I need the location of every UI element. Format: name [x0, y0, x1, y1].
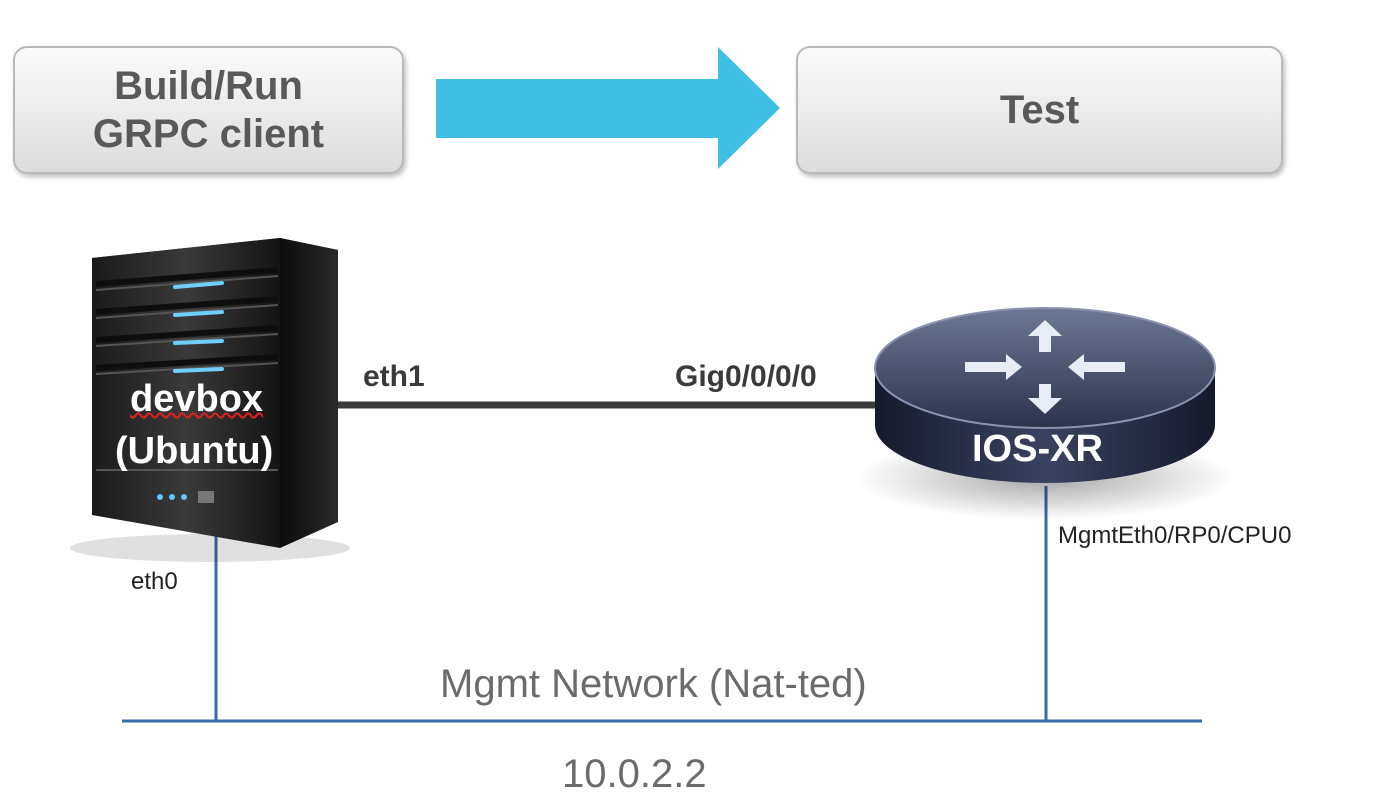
flow-arrow: [436, 47, 780, 169]
gateway-address-label: 10.0.2.2: [562, 752, 707, 796]
devbox-os-label: (Ubuntu): [115, 430, 274, 472]
build-step-line2: GRPC client: [92, 112, 325, 156]
devbox-name-label: devbox: [130, 378, 264, 420]
devbox-eth0-label: eth0: [131, 568, 178, 595]
test-step-box: Test: [796, 46, 1283, 174]
build-step-line1: Build/Run: [114, 64, 303, 108]
server-icon: [70, 238, 350, 562]
mgmt-network-label: Mgmt Network (Nat-ted): [440, 662, 867, 706]
test-step-label: Test: [999, 88, 1080, 132]
router-name-label: IOS-XR: [972, 428, 1103, 470]
router-gig-label: Gig0/0/0/0: [675, 360, 817, 393]
router-icon: [855, 307, 1235, 520]
devbox-eth1-label: eth1: [363, 360, 425, 393]
router-mgmt-iface-label: MgmtEth0/RP0/CPU0: [1058, 522, 1292, 549]
build-run-step-box: Build/Run GRPC client: [13, 46, 404, 174]
